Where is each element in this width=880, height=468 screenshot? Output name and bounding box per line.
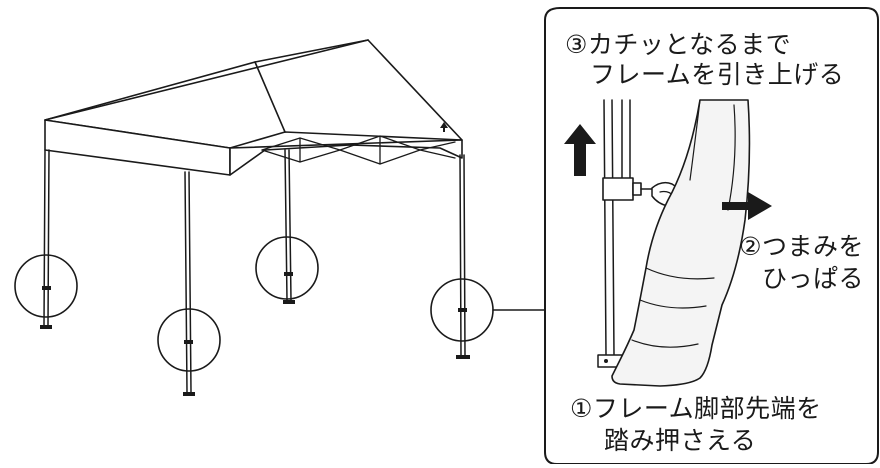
logo-icon (440, 122, 448, 132)
lock-knob (602, 177, 653, 201)
canopy-truss (261, 135, 456, 165)
step2-line1: ②つまみを (739, 232, 864, 261)
leg-joints (42, 272, 467, 344)
step3-line2: フレームを引き上げる (590, 60, 845, 89)
step1-line1: ①フレーム脚部先端を (570, 394, 822, 423)
canopy-valance-right (229, 139, 463, 176)
step3-line1: ③カチッとなるまで (565, 30, 792, 59)
detail-panel (544, 7, 879, 465)
right-arrow-icon (722, 192, 772, 220)
step1-line2: 踏み押さえる (604, 426, 757, 455)
leg-highlight-circle-2 (157, 308, 221, 372)
frame-pole (603, 99, 631, 356)
step2-line2: ひっぱる (761, 264, 864, 293)
tent-legs (43, 149, 466, 393)
up-arrow-icon (564, 124, 596, 176)
leg-highlight-circle-1 (14, 254, 78, 318)
boot-icon (611, 99, 751, 387)
tent-feet (40, 300, 470, 396)
canopy-tent-illustration (14, 39, 546, 396)
leg-highlight-circle-3 (255, 236, 319, 300)
